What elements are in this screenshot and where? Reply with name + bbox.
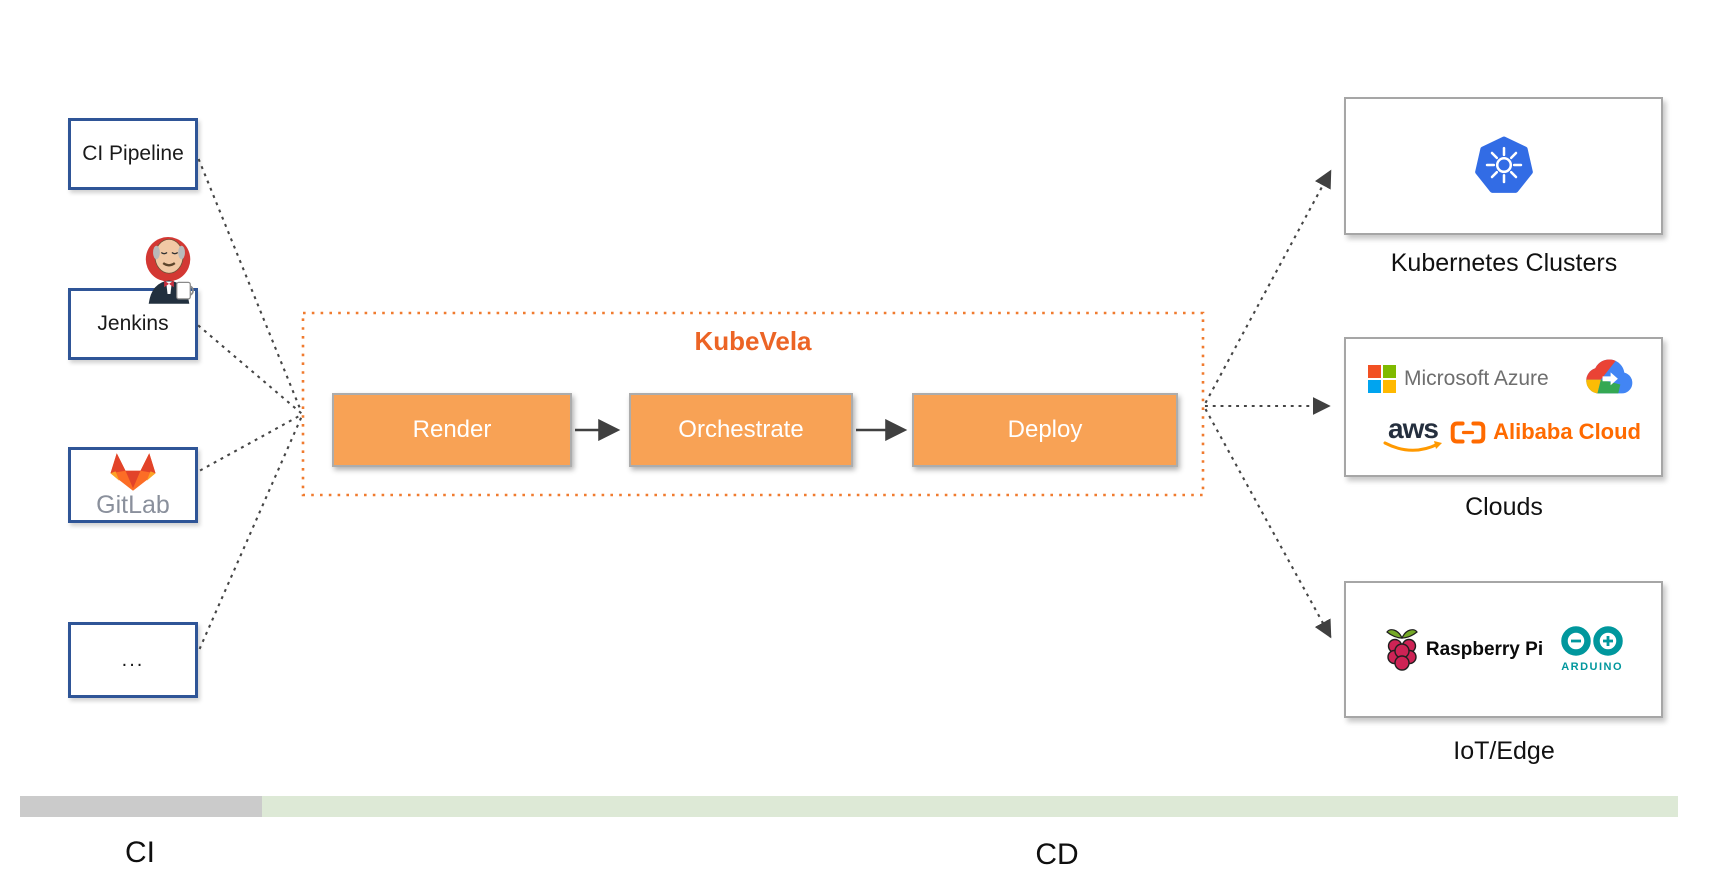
iot-edge-label: IoT/Edge [1453,737,1555,765]
orchestrate-label: Orchestrate [678,416,804,443]
azure-logo: Microsoft Azure [1368,365,1549,393]
jenkins-icon [145,237,194,304]
ci-pipeline-label: CI Pipeline [82,142,184,165]
microsoft-icon [1368,365,1396,393]
iot-edge-box: Raspberry Pi ARDUINO [1344,581,1663,718]
aws-logo: aws [1382,412,1444,461]
arduino-label: ARDUINO [1561,661,1624,673]
more-sources-label: ... [121,648,145,671]
kubernetes-clusters-label: Kubernetes Clusters [1390,249,1618,277]
alibaba-brackets-icon [1450,421,1486,443]
connector-kubernetes [1204,169,1332,404]
clouds-label: Clouds [1465,493,1543,521]
raspberry-pi-label: Raspberry Pi [1425,638,1544,660]
connector-gitlab [199,413,303,472]
clouds-box: Microsoft Azure aws [1344,337,1663,477]
kubernetes-icon [1474,136,1533,193]
connector-more [198,416,303,650]
cd-label: CD [1035,838,1079,871]
more-sources-box: ... [68,622,198,698]
arduino-logo: ARDUINO [1559,626,1625,673]
kubevela-title: KubeVela [694,326,812,356]
render-label: Render [412,416,492,443]
jenkins-label: Jenkins [97,312,169,335]
raspberry-pi-logo: Raspberry Pi [1382,627,1543,673]
azure-label: Microsoft Azure [1404,367,1549,390]
cd-phase-bar [262,796,1678,817]
connector-ci-pipeline [197,158,303,413]
ci-pipeline-box: CI Pipeline [68,118,198,190]
aws-label: aws [1388,412,1439,444]
gitlab-box: GitLab [68,447,198,523]
alibaba-cloud-label: Alibaba Cloud [1493,419,1641,444]
connector-jenkins [197,324,303,415]
deploy-step-box: Deploy [912,393,1178,467]
deploy-label: Deploy [1007,416,1083,443]
google-cloud-icon [1586,359,1633,394]
alibaba-cloud-logo: Alibaba Cloud [1450,419,1641,445]
gitlab-label: GitLab [96,491,170,519]
render-step-box: Render [332,393,572,467]
orchestrate-step-box: Orchestrate [629,393,853,467]
aws-smile-icon [1383,441,1442,452]
kubernetes-clusters-box [1344,97,1663,235]
raspberry-pi-icon [1386,628,1418,671]
gitlab-icon [110,453,156,491]
arduino-infinity-icon [1561,626,1623,656]
ci-phase-bar [20,796,262,817]
ci-label: CI [125,836,155,869]
connector-iot [1204,408,1332,639]
